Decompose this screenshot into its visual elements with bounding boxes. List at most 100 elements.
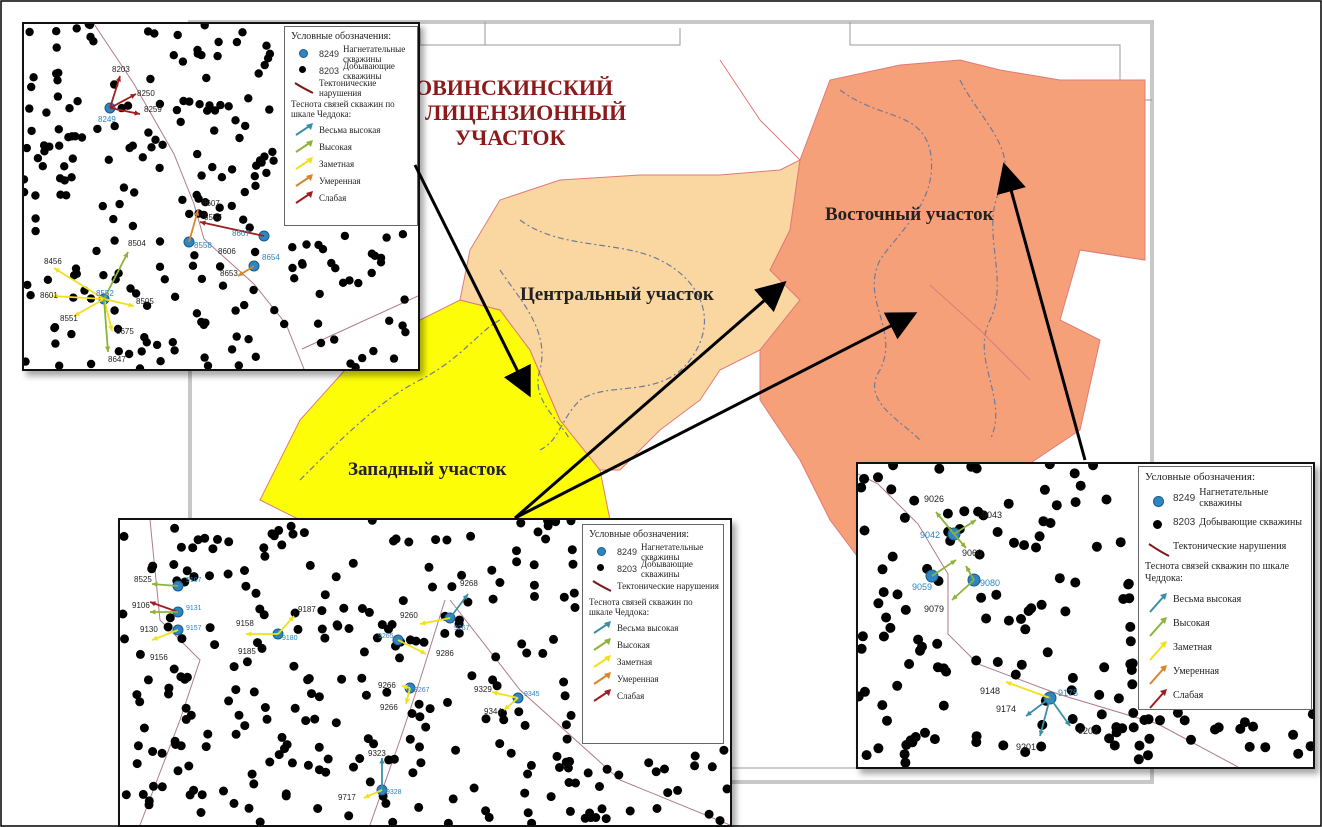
production-well <box>388 817 398 825</box>
link-arrow <box>73 298 105 317</box>
production-well <box>208 544 218 554</box>
production-well <box>514 707 524 717</box>
well-label: 9202 <box>1078 726 1098 736</box>
arrow-head <box>152 581 158 588</box>
production-well <box>314 742 324 752</box>
production-well <box>704 809 714 819</box>
production-well <box>52 43 61 52</box>
production-well <box>1109 740 1120 751</box>
production-well <box>104 155 114 164</box>
production-well <box>24 280 32 290</box>
production-well <box>976 592 987 603</box>
production-well <box>98 201 108 211</box>
injection-well-icon <box>1153 495 1164 507</box>
production-well <box>218 281 228 290</box>
production-well <box>448 794 458 804</box>
legend-scale-3: Умеренная <box>291 172 417 189</box>
production-well <box>173 30 182 40</box>
production-well <box>290 274 299 283</box>
production-well <box>260 152 269 161</box>
legend-scale-4: Слабая <box>1145 683 1311 709</box>
production-well <box>193 149 202 159</box>
production-well <box>224 102 233 111</box>
production-well <box>859 473 870 484</box>
production-well <box>250 247 260 257</box>
production-well <box>1104 733 1115 744</box>
production-well <box>202 73 211 83</box>
production-well <box>313 319 323 328</box>
production-well <box>601 814 611 824</box>
production-well <box>443 697 452 707</box>
production-well <box>1124 593 1135 604</box>
well-label: 9042 <box>920 530 940 540</box>
production-well <box>332 620 342 630</box>
link-arrow <box>109 75 121 109</box>
production-well <box>1016 614 1026 624</box>
production-well <box>529 560 539 570</box>
production-well <box>529 580 539 590</box>
production-well <box>882 715 892 726</box>
production-well <box>244 335 253 344</box>
production-well <box>287 758 297 768</box>
production-well <box>178 195 187 205</box>
production-well <box>133 741 143 751</box>
production-well <box>941 666 952 677</box>
production-well <box>858 691 864 702</box>
production-well <box>899 512 910 523</box>
production-well <box>267 529 277 539</box>
scale-arrow-icon <box>593 638 611 651</box>
production-well <box>52 27 61 36</box>
production-well <box>431 535 441 545</box>
link-arrow <box>103 298 109 353</box>
production-well <box>65 104 74 113</box>
production-well <box>400 295 409 304</box>
production-well <box>224 696 234 706</box>
production-well <box>365 777 375 787</box>
production-well <box>24 175 29 184</box>
production-well <box>157 782 167 792</box>
production-well <box>401 328 410 337</box>
production-well <box>197 274 207 284</box>
production-well <box>188 261 198 270</box>
production-well <box>411 636 421 646</box>
production-well <box>189 572 199 582</box>
arrow-head <box>152 635 158 641</box>
arrow-head <box>936 512 942 518</box>
production-well <box>288 263 297 273</box>
production-well <box>454 628 464 638</box>
production-well <box>888 464 899 471</box>
production-well <box>1070 577 1081 588</box>
link-arrow <box>188 209 199 243</box>
production-well <box>398 596 408 606</box>
production-well <box>1075 723 1086 733</box>
legend-title: Условные обозначения: <box>589 529 690 540</box>
production-well <box>244 803 254 813</box>
arrow-head <box>128 302 134 308</box>
well-label: 9130 <box>140 625 158 634</box>
scale-arrow-icon <box>295 123 313 136</box>
production-well <box>234 710 244 720</box>
production-well <box>86 32 95 42</box>
production-well <box>495 739 505 749</box>
production-well <box>442 535 452 545</box>
production-well <box>192 190 201 200</box>
production-well <box>263 54 273 63</box>
production-well <box>31 226 40 236</box>
production-well <box>886 484 897 495</box>
production-well <box>171 740 181 749</box>
production-well <box>277 732 287 742</box>
arrow-head <box>379 758 385 764</box>
production-well <box>313 804 323 813</box>
well-label: 9268 <box>460 579 478 588</box>
production-well <box>920 727 930 738</box>
production-well <box>260 60 269 70</box>
production-well <box>197 790 207 800</box>
production-well <box>571 778 580 788</box>
production-well <box>31 191 40 200</box>
production-well <box>224 537 234 547</box>
production-well <box>197 171 206 180</box>
production-well <box>262 714 272 724</box>
